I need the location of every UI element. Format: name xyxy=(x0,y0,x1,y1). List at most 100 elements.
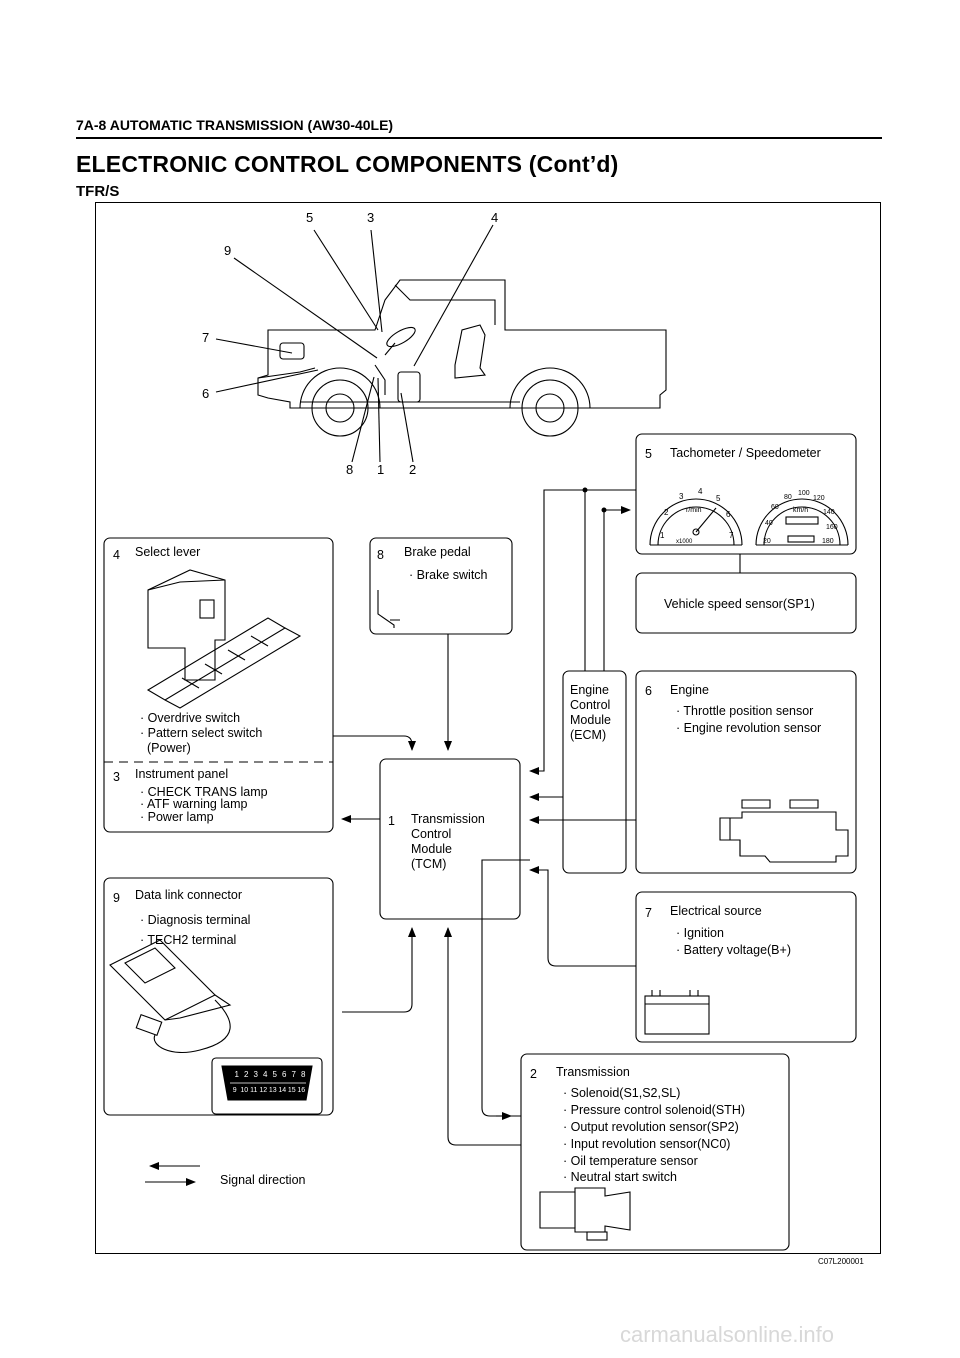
ecm-box xyxy=(562,670,627,874)
transmission-drawing xyxy=(539,1187,631,1241)
instrument-panel-number: 3 xyxy=(113,770,120,784)
tacho-number: 5 xyxy=(645,447,652,461)
select-lever-drawing xyxy=(146,569,302,709)
callout-6: 6 xyxy=(202,386,210,401)
select-lever-item-2: · Pattern select switch xyxy=(140,726,263,740)
rpm-tick-1: 1 xyxy=(660,531,665,540)
speed-tick-180: 180 xyxy=(822,538,834,545)
connector-pins-bottom: 9 10 11 12 13 14 15 16 xyxy=(230,1087,306,1094)
speed-label: km/h xyxy=(793,507,809,514)
pin-11: 11 xyxy=(250,1087,258,1094)
engine-title: Engine xyxy=(670,683,709,697)
speedometer-gauge xyxy=(755,498,849,546)
dlc-title: Data link connector xyxy=(135,888,243,902)
battery-drawing xyxy=(644,990,710,1035)
speed-tick-40: 40 xyxy=(765,520,773,527)
figure-code: C07L200001 xyxy=(818,1257,864,1266)
rpm-multiplier: x1000 xyxy=(676,539,693,545)
select-lever-box xyxy=(103,537,334,833)
electrical-number: 7 xyxy=(645,906,652,920)
pin-16: 16 xyxy=(297,1087,306,1094)
connector-pins-top: 1 2 3 4 5 6 7 8 xyxy=(232,1070,308,1079)
transmission-item-3: · Output revolution sensor(SP2) xyxy=(563,1120,739,1134)
engine-drawing xyxy=(719,799,849,863)
transmission-title: Transmission xyxy=(556,1065,630,1079)
speed-tick-60: 60 xyxy=(771,504,779,511)
pin-9: 9 xyxy=(232,1087,237,1094)
tcm-line-2: Control xyxy=(411,827,452,841)
transmission-item-2: · Pressure control solenoid(STH) xyxy=(563,1103,746,1117)
callout-4: 4 xyxy=(491,210,499,225)
instrument-panel-title: Instrument panel xyxy=(135,767,229,781)
tcm-number: 1 xyxy=(388,814,395,828)
engine-number: 6 xyxy=(645,684,652,698)
rpm-tick-6: 6 xyxy=(726,510,731,519)
vehicle-speed-sensor-box xyxy=(635,572,857,634)
callout-5: 5 xyxy=(306,210,314,225)
pin-15: 15 xyxy=(287,1087,296,1094)
transmission-item-6: · Neutral start switch xyxy=(563,1170,677,1184)
instrument-item-1: · CHECK TRANS lamp xyxy=(140,785,268,799)
speed-tick-20: 20 xyxy=(763,538,771,545)
pin-8: 8 xyxy=(301,1070,306,1079)
callout-2: 2 xyxy=(409,462,417,477)
engine-box xyxy=(635,670,857,874)
ecm-line-2: Control xyxy=(570,698,611,712)
rpm-tick-3: 3 xyxy=(679,492,684,501)
pin-4: 4 xyxy=(263,1070,268,1079)
transmission-item-4: · Input revolution sensor(NC0) xyxy=(563,1137,731,1151)
rpm-tick-2: 2 xyxy=(664,508,669,517)
data-link-connector-box xyxy=(103,877,334,1116)
pin-2: 2 xyxy=(244,1070,249,1079)
dlc-number: 9 xyxy=(113,891,120,905)
dlc-item-1: · Diagnosis terminal xyxy=(140,913,251,927)
tcm-box xyxy=(379,758,521,920)
pin-3: 3 xyxy=(253,1070,258,1079)
pin-14: 14 xyxy=(278,1087,287,1094)
brake-pedal-drawing xyxy=(377,590,400,628)
pin-13: 13 xyxy=(268,1087,277,1094)
engine-item-2: · Engine revolution sensor xyxy=(676,721,822,735)
select-lever-item-1: · Overdrive switch xyxy=(140,711,241,725)
pin-10: 10 xyxy=(240,1087,249,1094)
callout-7: 7 xyxy=(202,330,210,345)
speed-tick-80: 80 xyxy=(784,494,792,501)
pin-1: 1 xyxy=(234,1070,239,1079)
ecm-line-3: Module xyxy=(570,713,611,727)
tachometer-gauge xyxy=(649,498,743,546)
select-lever-item-3: (Power) xyxy=(147,741,191,755)
transmission-item-1: · Solenoid(S1,S2,SL) xyxy=(563,1086,681,1100)
rpm-tick-5: 5 xyxy=(716,494,721,503)
tacho-title: Tachometer / Speedometer xyxy=(670,446,821,460)
instrument-item-3: · Power lamp xyxy=(140,810,214,824)
header-rule xyxy=(76,137,882,139)
electrical-title: Electrical source xyxy=(670,904,762,918)
diagram-frame xyxy=(95,202,881,1254)
callout-9: 9 xyxy=(224,243,232,258)
callout-3: 3 xyxy=(367,210,375,225)
select-lever-title: Select lever xyxy=(135,545,201,559)
tachometer-box xyxy=(635,433,857,555)
page-title: ELECTRONIC CONTROL COMPONENTS (Cont’d) xyxy=(76,151,619,177)
ecm-line-1: Engine xyxy=(570,683,609,697)
brake-pedal-title: Brake pedal xyxy=(404,545,471,559)
speed-tick-160: 160 xyxy=(826,524,838,531)
transmission-box xyxy=(520,1053,790,1251)
instrument-item-2: · ATF warning lamp xyxy=(140,797,248,811)
page-header: 7A-8 AUTOMATIC TRANSMISSION (AW30-40LE) xyxy=(76,117,394,133)
speed-tick-120: 120 xyxy=(813,495,825,502)
watermark: carmanualsonline.info xyxy=(620,1322,835,1347)
engine-item-1: · Throttle position sensor xyxy=(676,704,814,718)
legend-label: Signal direction xyxy=(220,1173,306,1187)
dlc-item-2: · TECH2 terminal xyxy=(140,933,237,947)
select-lever-number: 4 xyxy=(113,548,120,562)
pin-5: 5 xyxy=(272,1070,277,1079)
vehicle-illustration xyxy=(257,279,667,437)
tcm-line-1: Transmission xyxy=(411,812,485,826)
rpm-label: r/min xyxy=(686,507,702,514)
speed-tick-140: 140 xyxy=(823,509,835,516)
pin-7: 7 xyxy=(291,1070,296,1079)
pin-6: 6 xyxy=(282,1070,287,1079)
callout-8: 8 xyxy=(346,462,354,477)
